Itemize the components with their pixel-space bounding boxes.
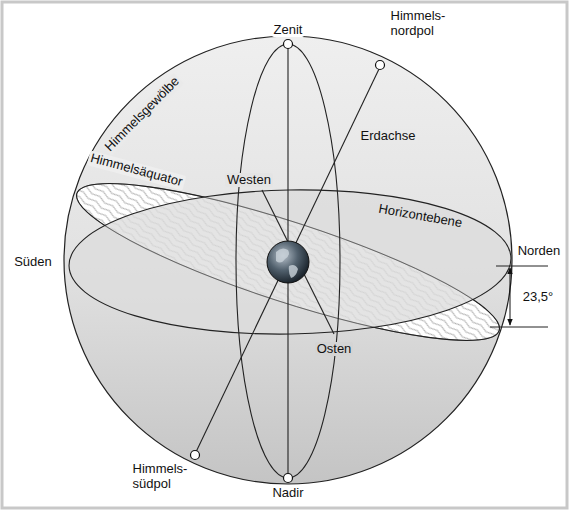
north-pole-point [376, 61, 385, 70]
zenith-label: Zenit [272, 23, 305, 38]
earth-axis-line [196, 69, 379, 452]
celestial-sphere [64, 36, 512, 484]
angle-dimension-arrow [510, 268, 511, 325]
zenith-point [284, 40, 293, 49]
earth-globe [267, 241, 309, 283]
north-label: Norden [516, 244, 563, 259]
prime-vertical-circle [236, 44, 340, 478]
east-label: Osten [315, 342, 354, 357]
west-label: Westen [225, 173, 273, 188]
nadir-point [284, 474, 293, 483]
north-pole-label: Himmels- nordpol [389, 9, 448, 39]
south-pole-point [191, 451, 200, 460]
nadir-label: Nadir [270, 486, 305, 501]
south-label: Süden [12, 255, 54, 270]
south-pole-label: Himmels- südpol [131, 462, 190, 492]
angle-reference-line [496, 266, 548, 267]
angle-label: 23,5° [521, 290, 556, 305]
west-east-line [262, 190, 334, 334]
earth-axis-label: Erdachse [359, 129, 418, 144]
horizon-plane [68, 186, 512, 338]
earth-continents [276, 248, 298, 278]
angle-reference-line [490, 327, 548, 328]
